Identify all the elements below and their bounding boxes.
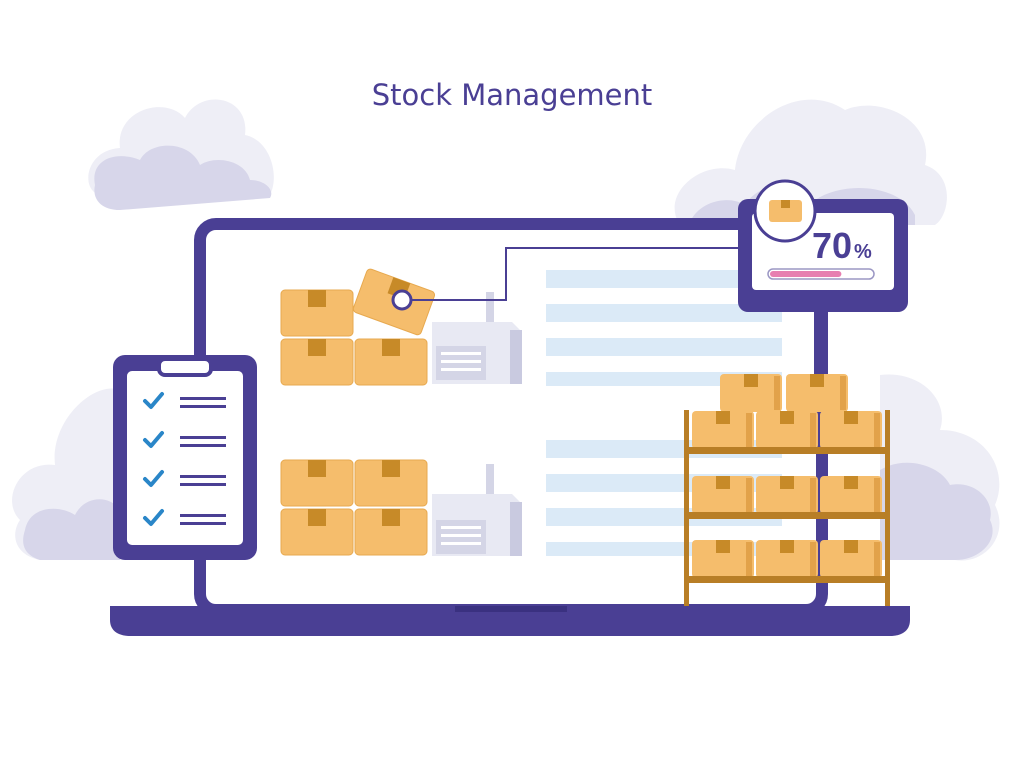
box-icon <box>280 338 354 386</box>
forklift-icon <box>432 292 522 384</box>
box-icon <box>280 459 354 507</box>
box-icon <box>769 200 802 222</box>
shelf-icon <box>684 374 890 606</box>
box-icon <box>354 338 428 386</box>
forklift-icon <box>432 464 522 556</box>
clipboard-icon <box>113 355 257 560</box>
box-icon <box>280 508 354 556</box>
box-icon <box>280 289 354 337</box>
box-icon <box>354 459 428 507</box>
cloud-icon <box>88 99 274 210</box>
page-title: Stock Management <box>371 78 653 112</box>
cloud-icon <box>880 374 1000 561</box>
stock-panel <box>738 179 908 378</box>
stock-percentage-unit: % <box>854 241 872 263</box>
cloud-icon <box>12 388 120 560</box>
stock-progress-fill <box>770 271 842 277</box>
connector-line <box>391 247 740 311</box>
stock-percentage: 70% <box>812 226 872 272</box>
stock-percentage-value: 70 <box>812 225 853 266</box>
box-icon <box>354 508 428 556</box>
